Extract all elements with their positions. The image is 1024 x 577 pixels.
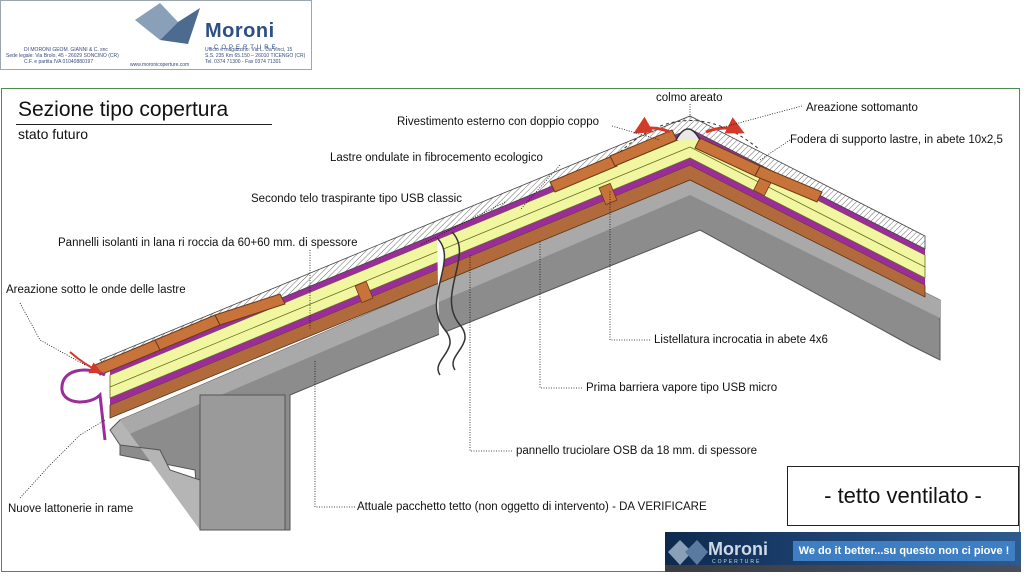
insulation-split-left	[109, 146, 691, 388]
logo-shape-right	[160, 8, 200, 44]
company-website[interactable]: www.moronicoperture.com	[130, 62, 190, 68]
company-right-line-2: S.S. 235 Km 65.150 – 26010 TICENGO (CR)	[205, 53, 306, 59]
ridge-vent	[675, 128, 701, 141]
label-pacchetto-tetto: Attuale pacchetto tetto (non oggetto di …	[357, 501, 707, 513]
label-areazione-sottomanto: Areazione sottomanto	[806, 102, 918, 114]
footer-logo-shape-left	[668, 540, 692, 565]
label-lattonerie: Nuove lattonerie in rame	[8, 503, 134, 515]
ridge-arrow-left	[633, 116, 671, 134]
logo-shape-left	[135, 3, 178, 40]
copper-gutter	[60, 368, 107, 441]
eave-cornice	[109, 419, 201, 530]
roof-type-tag: - tetto ventilato -	[787, 466, 1019, 526]
page-title: Sezione tipo copertura	[18, 98, 229, 121]
footer-slogan: We do it better...su questo non ci piove…	[793, 541, 1015, 561]
ridge-air-flow	[619, 120, 761, 153]
label-colmo-areato: colmo areato	[656, 92, 723, 104]
footer-brand-sub: COPERTURE	[712, 559, 762, 565]
title-underline	[16, 124, 272, 125]
footer-logo-shape-right	[685, 540, 708, 565]
drawing-frame	[1, 88, 1020, 572]
support-column	[199, 394, 286, 531]
label-fodera: Fodera di supporto lastre, in abete 10x2…	[790, 134, 1003, 146]
label-osb: pannello truciolare OSB da 18 mm. di spe…	[516, 445, 757, 457]
header-brand-sub: COPERTURE	[214, 45, 279, 51]
header-brand: Moroni	[205, 20, 275, 42]
company-left-line-2: Sede legale: Via Brolo, 45 - 26029 SONCI…	[6, 53, 119, 59]
footer-brand: Moroni	[708, 539, 768, 559]
label-secondo-telo: Secondo telo traspirante tipo USB classi…	[251, 193, 462, 205]
label-rivestimento: Rivestimento esterno con doppio coppo	[397, 116, 600, 128]
label-areazione-onde: Areazione sotto le onde delle lastre	[6, 284, 186, 296]
roof-tiles	[94, 129, 823, 376]
footer-roof-strip	[665, 565, 1021, 572]
label-lastre: Lastre ondulate in fibrocemento ecologic…	[330, 152, 543, 164]
section-break-left	[435, 237, 451, 376]
label-listellatura: Listellatura incrocatia in abete 4x6	[654, 334, 828, 346]
company-right-line-1: Ufficio e magazzino: Via L. Da Vinci, 15	[205, 47, 293, 53]
label-pannelli-isolanti: Pannelli isolanti in lana ri roccia da 6…	[58, 237, 358, 249]
ridge-arrow-right	[705, 117, 745, 134]
section-break-right	[450, 231, 466, 371]
roof-type-tag-text: - tetto ventilato -	[824, 483, 982, 508]
label-barriera-vapore: Prima barriera vapore tipo USB micro	[586, 382, 778, 394]
company-right-line-3: Tel. 0374 71300 - Fax 0374 71301	[205, 59, 282, 65]
eave-air-arrow	[69, 351, 102, 374]
company-left-line-3: C.F. e partita IVA 01040880197	[24, 59, 94, 65]
leader-lines	[19, 104, 803, 508]
company-left-line-1: DI MORONI GEOM. GIANNI & C. snc	[24, 47, 108, 53]
insulation-split-right	[689, 146, 926, 268]
page-subtitle: stato futuro	[18, 126, 89, 142]
